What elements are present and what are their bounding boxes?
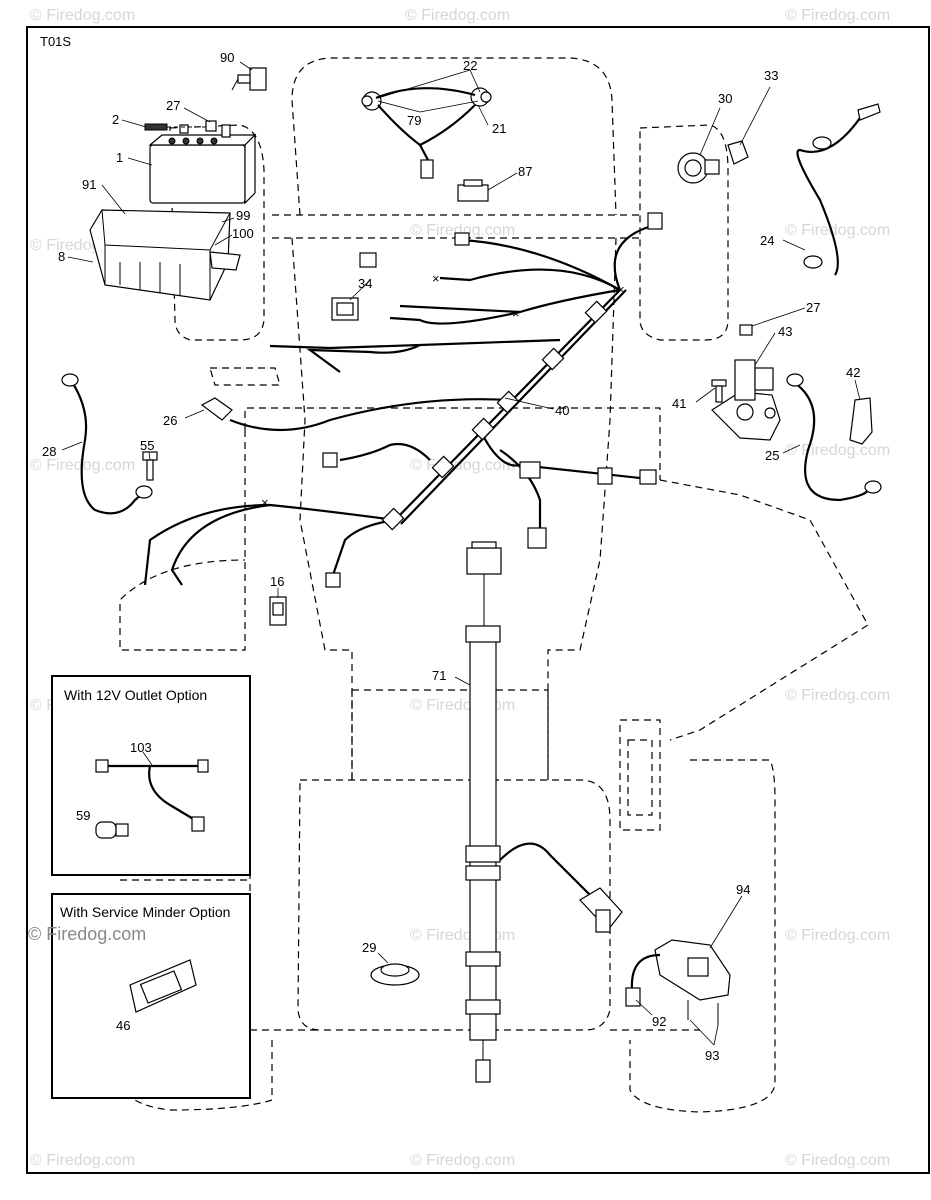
part-label-93: 93 [705,1048,719,1063]
part-label-27: 27 [166,98,180,113]
solenoid-bolt [711,379,727,403]
watermark: © Firedog.com [410,1152,515,1169]
part-label-59: 59 [76,808,90,823]
rear-wire-harness [465,541,601,1083]
part-label-8: 8 [58,249,65,264]
watermark: © Firedog.com [30,7,135,24]
watermark: © Firedog.com [785,1152,890,1169]
part-label-22: 22 [463,58,477,73]
inset-title: With Service Minder Option [60,904,230,920]
module-switch [654,939,731,1001]
watermark: © Firedog.com [405,7,510,24]
diagram-code: T01S [40,34,71,49]
part-label-94: 94 [736,882,750,897]
pto-switch [331,297,359,321]
diode-connector [269,596,287,626]
part-label-33: 33 [764,68,778,83]
solenoid-nut [739,324,753,336]
watermarks: © Firedog.com © Firedog.com © Firedog.co… [30,7,890,1169]
relay [727,140,749,165]
terminal-boot [849,397,873,445]
watermark: © Firedog.com [785,687,890,704]
watermark: © Firedog.com [785,927,890,944]
part-label-42: 42 [846,365,860,380]
ground-screw [142,451,158,481]
part-label-1: 1 [116,150,123,165]
watermark: © Firedog.com [28,924,146,944]
fuse [200,397,233,421]
splice-mark: × [261,495,269,510]
tractor-outline [119,57,869,1113]
part-labels: 90 22 30 33 2 27 79 21 1 87 91 99 100 24… [42,50,860,1063]
seat-switch [457,179,489,202]
watermark: © Firedog.com [785,7,890,24]
part-label-87: 87 [518,164,532,179]
part-label-21: 21 [492,121,506,136]
main-wire-harness: × × × × [143,212,663,588]
part-label-25: 25 [765,448,779,463]
inset-title: With 12V Outlet Option [64,687,207,703]
watermark: © Firedog.com [410,697,515,714]
part-label-40: 40 [555,403,569,418]
switch-harness [625,953,661,1007]
part-label-34: 34 [358,276,372,291]
ground-cable [61,373,153,515]
part-label-46: 46 [116,1018,130,1033]
part-label-29: 29 [362,940,376,955]
interlock-switch [579,887,623,933]
part-label-24: 24 [760,233,774,248]
part-label-30: 30 [718,91,732,106]
ignition-switch [677,152,720,184]
leader-lines [61,61,861,1046]
part-label-2: 2 [112,112,119,127]
part-label-71: 71 [432,668,446,683]
watermark: © Firedog.com [410,222,515,239]
part-label-103: 103 [130,740,152,755]
part-label-43: 43 [778,324,792,339]
battery-tray [89,209,241,301]
mounting-screws [687,1000,719,1025]
battery-cable-positive [796,103,881,276]
part-label-55: 55 [140,438,154,453]
battery [148,124,257,205]
part-label-79: 79 [407,113,421,128]
splice-mark: × [432,271,440,286]
starter-solenoid [711,359,781,441]
hour-meter [370,963,420,986]
part-label-27b: 27 [806,300,820,315]
watermark: © Firedog.com [410,927,515,944]
part-label-28: 28 [42,444,56,459]
part-label-92: 92 [652,1014,666,1029]
part-label-99: 99 [236,208,250,223]
battery-nut [205,120,217,132]
splice-mark: × [617,282,625,297]
watermark: © Firedog.com [785,222,890,239]
headlight-harness [361,87,492,179]
watermark: © Firedog.com [30,1152,135,1169]
inset-12v-outlet: With 12V Outlet Option 103 59 [51,675,251,876]
watermark: © Firedog.com [785,442,890,459]
part-label-91: 91 [82,177,96,192]
starter-cable [786,373,882,502]
part-label-41: 41 [672,396,686,411]
part-label-100: 100 [232,226,254,241]
splice-mark: × [512,306,520,321]
inset-service-minder: With Service Minder Option 46 [51,893,251,1099]
part-label-16: 16 [270,574,284,589]
fuse-holder [231,67,267,91]
part-label-90: 90 [220,50,234,65]
part-label-26: 26 [163,413,177,428]
